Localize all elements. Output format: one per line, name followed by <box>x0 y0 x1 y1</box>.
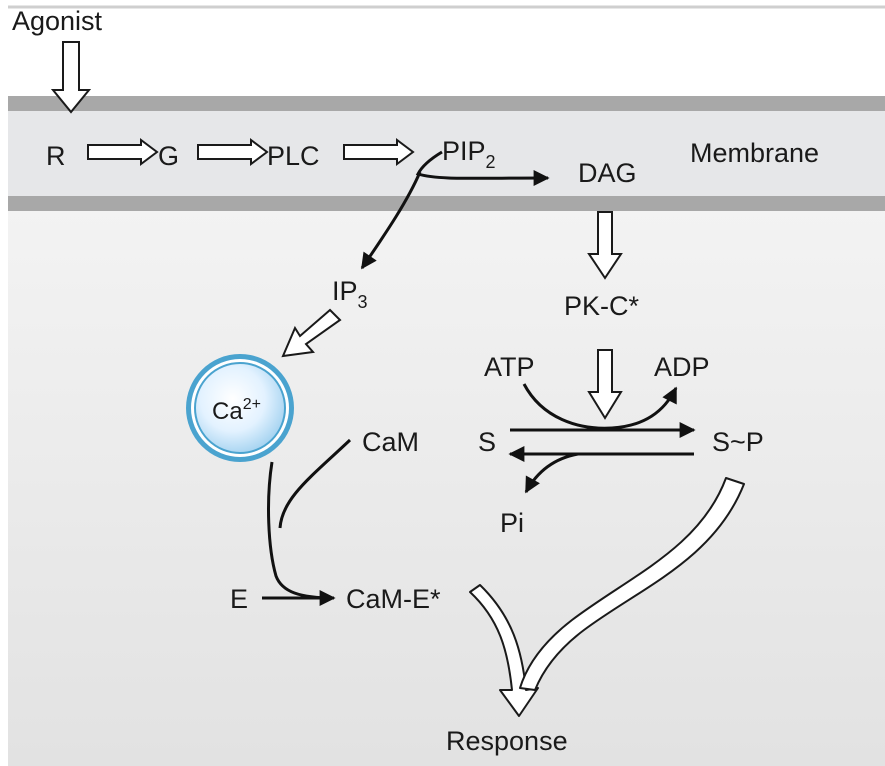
atp-label: ATP <box>484 352 535 382</box>
ip3-label: IP3 <box>332 276 368 312</box>
membrane-inner-band <box>8 196 885 211</box>
calmodulin-label: CaM <box>362 427 419 457</box>
membrane-outer-band <box>8 96 885 111</box>
pip2-to-dag-arrow <box>415 150 550 187</box>
dag-label: DAG <box>578 158 637 188</box>
substrate-label: S <box>478 427 496 457</box>
ip3-to-calcium-arrow <box>281 308 342 358</box>
agonist-label: Agonist <box>12 6 103 36</box>
came-label: CaM-E* <box>346 584 441 614</box>
agonist-arrow <box>50 41 92 114</box>
g-protein-label: G <box>158 141 179 171</box>
enzyme-label: E <box>230 584 248 614</box>
pi-label: Pi <box>500 508 524 538</box>
cam-binding-line <box>278 438 352 529</box>
cytoplasm-area <box>8 110 885 766</box>
membrane-label: Membrane <box>690 138 819 168</box>
pip2-to-ip3-arrow <box>360 171 422 270</box>
pip2-label: PIP2 <box>442 136 496 172</box>
atp-to-adp-arrow <box>522 383 678 430</box>
adp-label: ADP <box>654 352 710 382</box>
phospho-substrate-label: S~P <box>712 427 764 457</box>
response-label: Response <box>446 726 568 756</box>
r-to-g-arrow <box>87 138 159 166</box>
plc-to-pip2-arrow <box>343 138 415 166</box>
receptor-label: R <box>46 141 66 171</box>
plc-label: PLC <box>267 141 320 171</box>
dag-to-pkc-arrow <box>587 211 623 280</box>
calcium-label: Ca2+ <box>212 396 261 425</box>
pi-release-arrow <box>524 452 579 494</box>
calcium-to-came-arrow <box>267 461 336 606</box>
sp-to-response-arrow <box>519 477 745 691</box>
pkc-catalysis-arrow <box>587 349 623 420</box>
g-to-plc-arrow <box>197 138 269 166</box>
calcium-store <box>194 362 286 454</box>
pkc-label: PK-C* <box>564 291 640 321</box>
